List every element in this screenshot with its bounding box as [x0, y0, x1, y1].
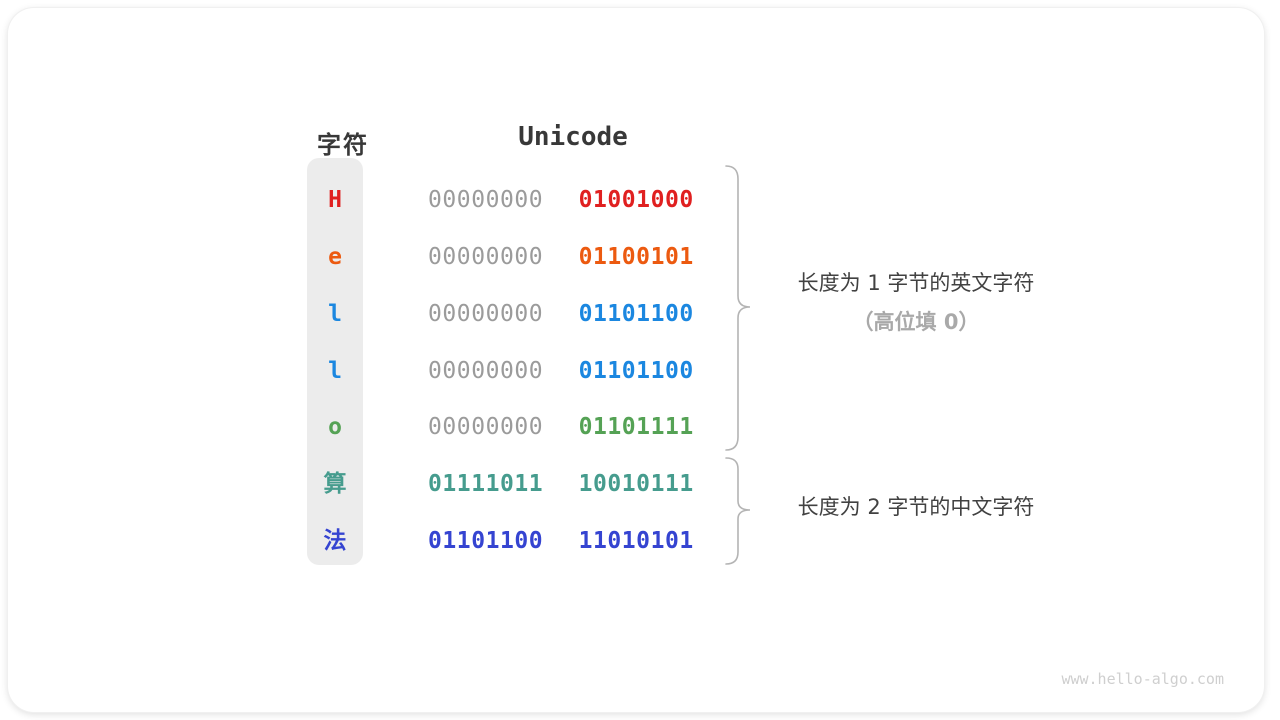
table-row: o 00000000 01101111	[8, 399, 1264, 455]
table-row: 算 01111011 10010111	[8, 456, 1264, 512]
brace-chinese-group	[725, 457, 751, 565]
padding-byte: 00000000	[428, 301, 544, 327]
char-cell: 法	[323, 528, 347, 554]
code-byte: 11010101	[578, 528, 694, 554]
annotation-english-line1: 长度为 1 字节的英文字符	[797, 271, 1035, 295]
table-row: e 00000000 01100101	[8, 229, 1264, 285]
char-cell: 算	[323, 471, 347, 497]
annotation-chinese: 长度为 2 字节的中文字符	[756, 492, 1076, 522]
char-cell: l	[328, 358, 342, 384]
padding-byte: 00000000	[428, 244, 544, 270]
code-byte: 01101100	[428, 528, 544, 554]
code-byte: 01101100	[578, 301, 694, 327]
annotation-chinese-line1: 长度为 2 字节的中文字符	[797, 495, 1035, 519]
column-header-char: 字符	[317, 131, 369, 159]
annotation-english: 长度为 1 字节的英文字符 （高位填 0）	[756, 268, 1076, 337]
code-byte: 01111011	[428, 471, 544, 497]
code-byte: 01100101	[578, 244, 694, 270]
unicode-cell: 01111011 10010111	[428, 456, 694, 512]
padding-byte: 00000000	[428, 187, 544, 213]
diagram-card: 字符 Unicode H 00000000 01001000 e 0000000…	[8, 8, 1264, 712]
table-row: l 00000000 01101100	[8, 343, 1264, 399]
padding-byte: 00000000	[428, 414, 544, 440]
column-header-unicode: Unicode	[518, 122, 628, 152]
unicode-cell: 01101100 11010101	[428, 513, 694, 569]
unicode-cell: 00000000 01100101	[428, 229, 694, 285]
table-row: 法 01101100 11010101	[8, 513, 1264, 569]
char-cell: e	[328, 244, 342, 270]
code-byte: 10010111	[578, 471, 694, 497]
char-cell: l	[328, 301, 342, 327]
code-byte: 01101111	[578, 414, 694, 440]
table-row: H 00000000 01001000	[8, 172, 1264, 228]
watermark: www.hello-algo.com	[1061, 670, 1224, 688]
code-byte: 01101100	[578, 358, 694, 384]
table-row: l 00000000 01101100	[8, 286, 1264, 342]
unicode-cell: 00000000 01101111	[428, 399, 694, 455]
unicode-cell: 00000000 01101100	[428, 343, 694, 399]
brace-english-group	[725, 165, 751, 451]
char-cell: o	[328, 414, 342, 440]
unicode-cell: 00000000 01101100	[428, 286, 694, 342]
annotation-english-line2: （高位填 0）	[852, 310, 980, 334]
unicode-cell: 00000000 01001000	[428, 172, 694, 228]
char-column-background	[307, 158, 363, 565]
char-cell: H	[328, 187, 342, 213]
code-byte: 01001000	[578, 187, 694, 213]
padding-byte: 00000000	[428, 358, 544, 384]
